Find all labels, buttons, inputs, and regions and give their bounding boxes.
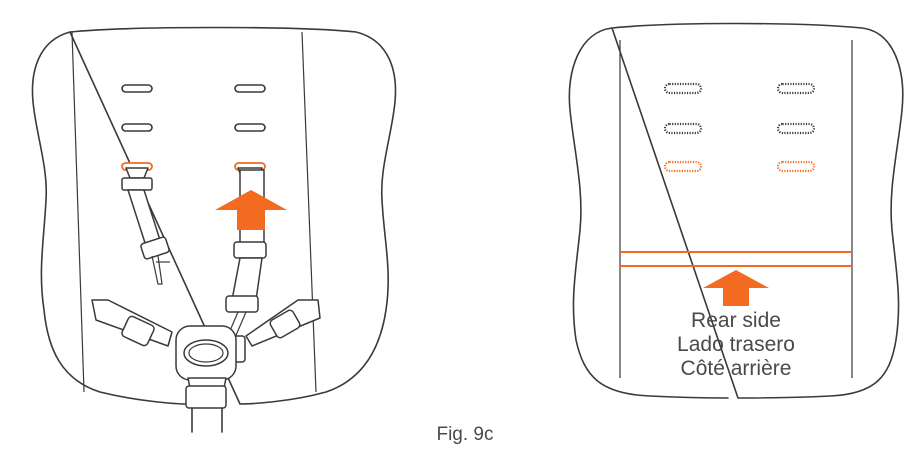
- harness-slot: [121, 123, 153, 132]
- front-seat-outline: [31, 26, 397, 405]
- harness-slot: [234, 84, 266, 93]
- rear-slot: [776, 82, 816, 95]
- figure-caption: Fig. 9c: [436, 424, 493, 445]
- up-arrow-icon: [215, 190, 287, 230]
- rear-slot-highlighted: [663, 160, 703, 173]
- front-seat-panel: [31, 26, 397, 433]
- rear-slot: [663, 122, 703, 135]
- harness-slot: [121, 84, 153, 93]
- rear-label-line-3: Côté arrière: [681, 357, 792, 380]
- rear-seat-panel: Rear side Lado trasero Côté arrière: [568, 22, 904, 399]
- rear-label-line-1: Rear side: [691, 309, 781, 332]
- harness-slot: [234, 123, 266, 132]
- left-shoulder-strap: [121, 167, 170, 285]
- rear-label-line-2: Lado trasero: [677, 333, 795, 356]
- center-buckle: [175, 325, 237, 433]
- rear-slot-highlighted: [776, 160, 816, 173]
- rear-seat-outline: [568, 22, 904, 399]
- rear-slot: [776, 122, 816, 135]
- up-arrow-icon: [703, 270, 769, 306]
- front-seam-left: [71, 31, 85, 393]
- rear-slot: [663, 82, 703, 95]
- front-seam-right: [301, 31, 317, 393]
